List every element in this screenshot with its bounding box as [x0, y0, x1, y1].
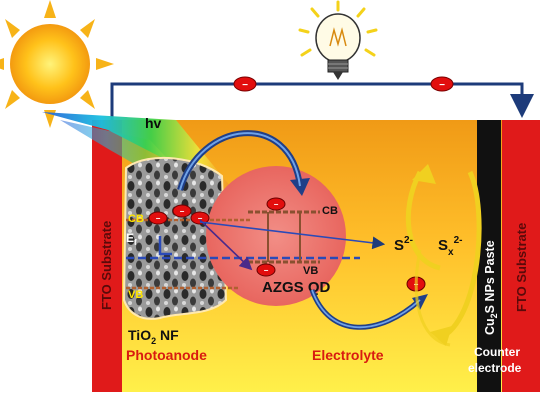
- wire-electron-2: −: [430, 76, 454, 92]
- svg-text:−: −: [198, 214, 203, 223]
- cb-electron-1: −: [148, 211, 168, 225]
- counter-electrode-label-1: Counter: [474, 345, 520, 359]
- svg-text:−: −: [439, 80, 445, 91]
- fermi-level-label: Ef: [126, 231, 137, 247]
- tio2-vb-label: VB: [128, 289, 143, 301]
- svg-text:−: −: [264, 266, 269, 275]
- fto-substrate-left-label: FTO Substrate: [99, 221, 114, 310]
- fto-substrate-right-label: FTO Substrate: [514, 223, 529, 312]
- injection-arrow-small: [158, 236, 172, 256]
- qd-name-label: AZGS QD: [262, 279, 331, 296]
- cb-electron-2: −: [172, 204, 192, 218]
- transfer-arrow-to-electrolyte: [199, 221, 386, 250]
- tio2-nanofiber: [122, 156, 228, 320]
- redox-cycle-arrows: [405, 170, 482, 347]
- qd-cb-electron: −: [266, 197, 286, 211]
- sulfide-label: S2-: [394, 235, 413, 254]
- counter-electrode-label-2: electrode: [468, 361, 522, 375]
- svg-text:−: −: [180, 207, 185, 216]
- light-bulb-icon: [298, 0, 378, 80]
- photoanode-label: Photoanode: [126, 347, 207, 363]
- tio2-nf-label: TiO2 NF: [128, 327, 179, 346]
- cb-electron-3: −: [190, 211, 210, 225]
- azgs-qd-circle: [206, 166, 346, 306]
- hv-label: hv: [145, 115, 162, 131]
- qd-vb-hole: −: [256, 263, 276, 277]
- electrolyte-label: Electrolyte: [312, 347, 384, 363]
- svg-text:−: −: [156, 214, 161, 223]
- qd-cb-label: CB: [322, 205, 338, 217]
- fto-substrate-right: [502, 120, 540, 392]
- svg-text:−: −: [274, 200, 279, 209]
- polysulfide-label: Sx2-: [438, 235, 462, 258]
- cu2s-paste-label: Cu2S NPs Paste: [483, 240, 499, 335]
- svg-text:−: −: [242, 80, 248, 91]
- tio2-cb-label: CB: [128, 213, 144, 225]
- wire-electron-1: −: [233, 76, 257, 92]
- qd-vb-label: VB: [303, 265, 318, 277]
- cu2s-paste-layer: [477, 120, 501, 392]
- recombination-arrow: [199, 219, 253, 271]
- external-circuit-wire: [110, 82, 534, 120]
- fto-substrate-left: [92, 120, 122, 392]
- sun-icon: [0, 0, 114, 128]
